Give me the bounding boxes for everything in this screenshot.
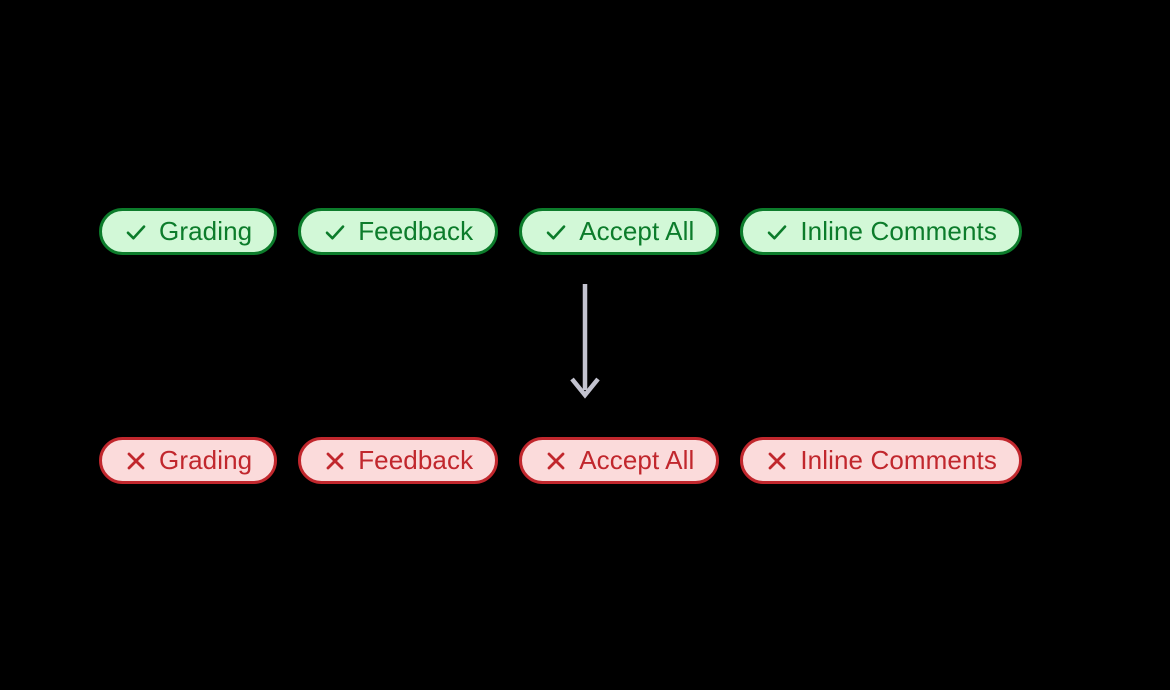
pill-enabled-inline-comments[interactable]: Inline Comments xyxy=(740,208,1022,255)
pill-label: Accept All xyxy=(579,215,695,246)
check-icon xyxy=(323,220,347,244)
cross-icon xyxy=(323,449,347,473)
pill-label: Inline Comments xyxy=(800,215,997,246)
pill-label: Feedback xyxy=(358,215,474,246)
pill-disabled-grading[interactable]: Grading xyxy=(99,437,278,484)
check-icon xyxy=(544,220,568,244)
check-icon xyxy=(765,220,789,244)
check-icon xyxy=(124,220,148,244)
enabled-feature-row: Grading Feedback Accept All xyxy=(99,208,1022,255)
pill-label: Grading xyxy=(159,444,253,475)
cross-icon xyxy=(765,449,789,473)
cross-icon xyxy=(544,449,568,473)
pill-enabled-accept-all[interactable]: Accept All xyxy=(519,208,720,255)
pill-label: Grading xyxy=(159,215,253,246)
pill-enabled-feedback[interactable]: Feedback xyxy=(298,208,499,255)
pill-label: Feedback xyxy=(358,444,474,475)
cross-icon xyxy=(124,449,148,473)
pill-disabled-feedback[interactable]: Feedback xyxy=(298,437,499,484)
disabled-feature-row: Grading Feedback Accept All xyxy=(99,437,1022,484)
pill-disabled-inline-comments[interactable]: Inline Comments xyxy=(740,437,1022,484)
pill-enabled-grading[interactable]: Grading xyxy=(99,208,278,255)
pill-label: Inline Comments xyxy=(800,444,997,475)
pill-disabled-accept-all[interactable]: Accept All xyxy=(519,437,720,484)
downward-transition-arrow xyxy=(563,282,607,408)
pill-label: Accept All xyxy=(579,444,695,475)
